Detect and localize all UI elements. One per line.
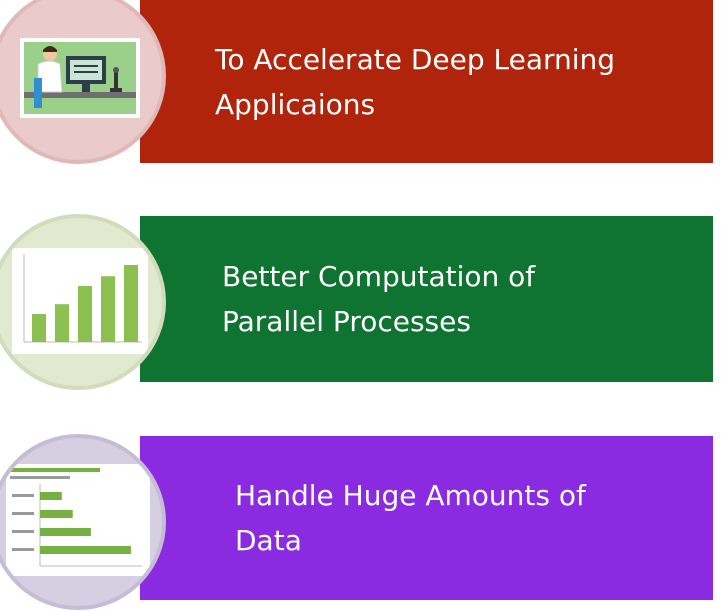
gpu-bar — [40, 510, 73, 518]
gpu-bar-label-placeholder — [12, 512, 34, 515]
gpu-bar-label-placeholder — [12, 494, 34, 497]
item-1-line-2: Applicaions — [215, 87, 376, 121]
item-2-line-2: Parallel Processes — [222, 305, 471, 338]
banner-text-huge-data: Handle Huge Amounts of Data — [235, 473, 586, 563]
banner-huge-data: Handle Huge Amounts of Data — [140, 436, 713, 600]
bar-chart-2 — [12, 248, 148, 354]
item-huge-data: Handle Huge Amounts of Data — [0, 434, 723, 610]
item-parallel: Better Computation of Parallel Processes — [0, 214, 723, 390]
bar-chart-3 — [6, 464, 150, 576]
gpu-bar — [40, 492, 62, 500]
growth-bar — [32, 314, 46, 342]
growth-bar — [101, 276, 115, 342]
growth-bar — [55, 304, 69, 342]
gpu-bar — [40, 528, 91, 536]
item-deep-learning: To Accelerate Deep Learning Applicaions — [0, 0, 723, 170]
gpu-bar-label-placeholder — [12, 548, 34, 551]
banner-parallel: Better Computation of Parallel Processes — [140, 216, 713, 382]
banner-text-deep-learning: To Accelerate Deep Learning Applicaions — [215, 37, 615, 127]
banner-text-parallel: Better Computation of Parallel Processes — [222, 254, 535, 344]
growth-chart-illustration — [0, 214, 166, 390]
gpu-nodes-illustration — [0, 434, 166, 610]
gpu-bar — [40, 546, 131, 554]
scientist-illustration — [0, 0, 166, 164]
item-1-line-1: To Accelerate Deep Learning — [215, 42, 616, 76]
gpu-bar-label-placeholder — [12, 530, 34, 533]
item-3-line-1: Handle Huge Amounts of — [235, 479, 586, 512]
item-3-line-2: Data — [235, 524, 302, 557]
banner-deep-learning: To Accelerate Deep Learning Applicaions — [140, 0, 713, 163]
item-2-line-1: Better Computation of — [222, 260, 536, 293]
growth-bar — [78, 286, 92, 342]
growth-bar — [124, 265, 138, 342]
